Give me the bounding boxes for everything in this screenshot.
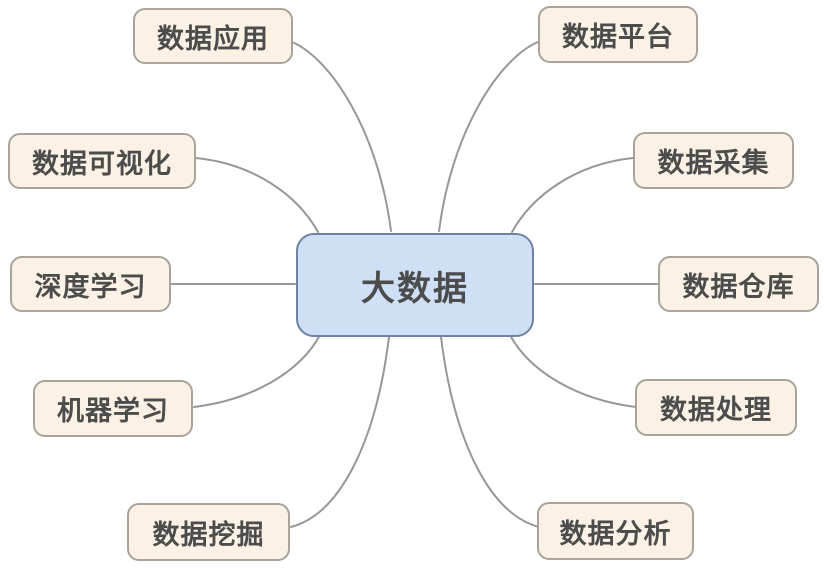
node-data-mining[interactable]: 数据挖掘: [127, 503, 290, 561]
node-data-mining-label: 数据挖掘: [152, 519, 265, 550]
node-big-data-label: 大数据: [361, 269, 469, 308]
node-deep-learning-label: 深度学习: [34, 271, 147, 302]
node-data-visualization[interactable]: 数据可视化: [8, 133, 196, 189]
node-data-visualization-label: 数据可视化: [32, 148, 172, 179]
node-data-processing[interactable]: 数据处理: [635, 379, 797, 436]
node-machine-learning[interactable]: 机器学习: [33, 380, 193, 437]
node-big-data[interactable]: 大数据: [296, 233, 534, 337]
node-machine-learning-label: 机器学习: [57, 396, 169, 426]
connector-data-visualization: [195, 157, 319, 233]
node-data-warehouse[interactable]: 数据仓库: [658, 256, 819, 312]
node-data-platform-label: 数据平台: [562, 22, 674, 52]
node-data-analysis-label: 数据分析: [559, 518, 672, 549]
connector-data-processing: [509, 334, 637, 408]
node-data-application[interactable]: 数据应用: [133, 8, 293, 64]
node-data-collection-label: 数据采集: [657, 148, 770, 178]
node-deep-learning[interactable]: 深度学习: [10, 256, 171, 312]
connector-data-application: [291, 41, 392, 232]
connector-data-mining: [290, 336, 390, 528]
connector-machine-learning: [193, 334, 321, 408]
node-data-platform[interactable]: 数据平台: [538, 6, 698, 63]
node-data-application-label: 数据应用: [157, 23, 269, 54]
node-data-processing-label: 数据处理: [660, 395, 772, 425]
connector-data-collection: [511, 157, 634, 233]
connector-data-platform: [438, 41, 539, 232]
node-data-warehouse-label: 数据仓库: [682, 271, 795, 302]
connector-data-analysis: [440, 336, 540, 528]
node-data-analysis[interactable]: 数据分析: [537, 502, 694, 560]
node-data-collection[interactable]: 数据采集: [633, 132, 794, 189]
